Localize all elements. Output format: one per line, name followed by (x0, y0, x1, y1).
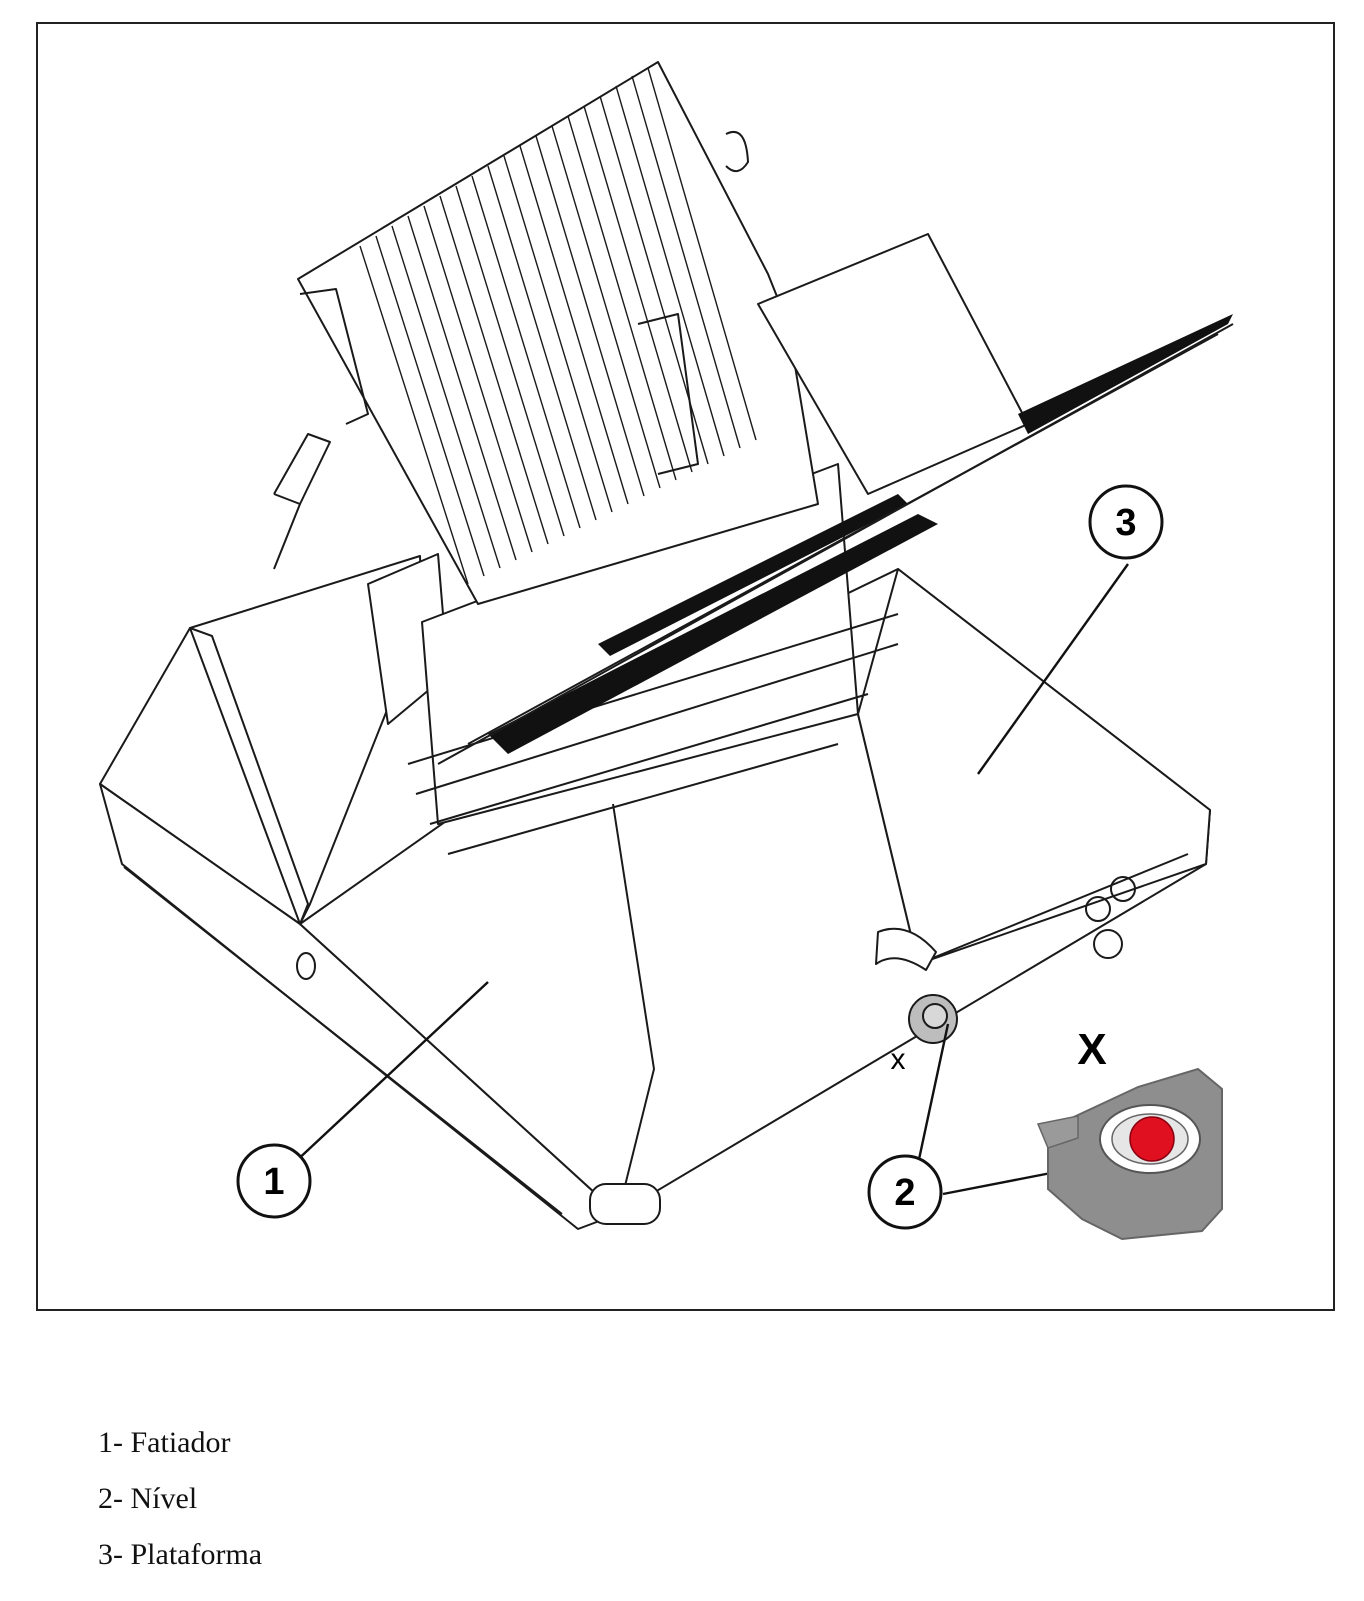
slicer-body (99, 61, 1211, 1230)
callout-2: 2 (867, 1154, 943, 1230)
slicer-diagram: 1 2 3 X x (99, 61, 1234, 1241)
legend-item-label: Fatiador (130, 1426, 231, 1459)
carriage-plate (437, 323, 1234, 765)
callout-3-label: 3 (1115, 502, 1136, 544)
legend-item: 1- Fatiador (98, 1426, 231, 1459)
figure-frame: 1 2 3 X x (36, 22, 1335, 1311)
legend-item-number: 2 (98, 1482, 113, 1515)
detail-label-small: x (891, 1043, 906, 1076)
callout-1-label: 1 (263, 1161, 284, 1203)
leader-line-2 (916, 1023, 950, 1165)
level-indicator-dot (1129, 1116, 1175, 1162)
legend-item-number: 3 (98, 1538, 113, 1571)
legend-item-label: Nível (130, 1482, 198, 1515)
legend-item: 3- Plataforma (98, 1538, 263, 1571)
callout-2-label: 2 (894, 1172, 915, 1214)
callout-3: 3 (1088, 484, 1164, 560)
blade-edge (488, 314, 1233, 754)
legend-item-number: 1 (98, 1426, 113, 1459)
legend-item: 2- Nível (98, 1482, 198, 1515)
ribbed-surface (359, 67, 757, 585)
level-detail (1036, 1067, 1223, 1241)
leader-line-1 (292, 981, 489, 1165)
callout-1: 1 (236, 1143, 312, 1219)
legend-item-label: Plataforma (130, 1538, 263, 1571)
detail-label-large: X (1077, 1025, 1106, 1074)
leader-line-3 (977, 563, 1129, 775)
legend: 1- Fatiador 2- Nível 3- Plataforma (98, 1428, 262, 1596)
